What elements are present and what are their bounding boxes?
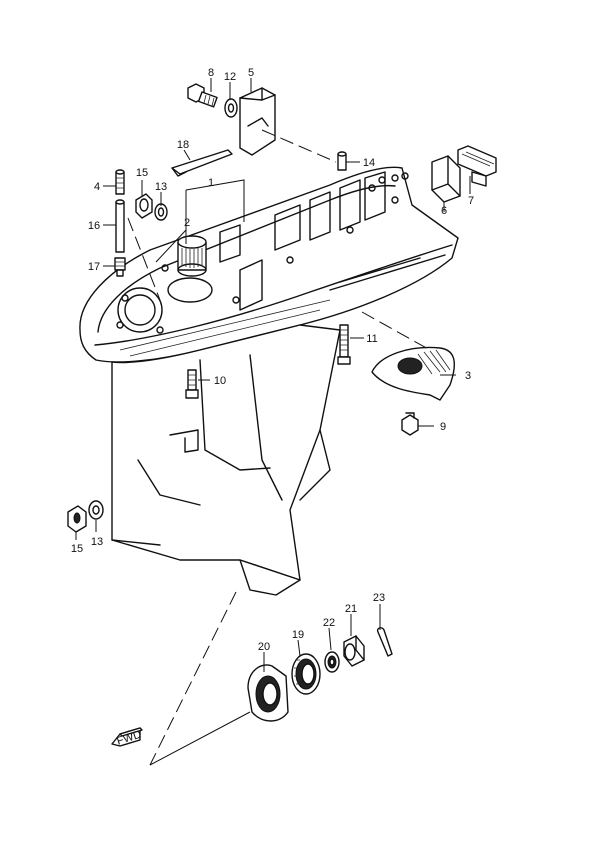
- castle-nut-part-21: [343, 635, 365, 667]
- callout-10: 10: [214, 375, 226, 387]
- water-tube-part-16: [115, 199, 125, 253]
- nut-part-9: [401, 412, 419, 436]
- plug-part-15-upper: [135, 193, 153, 219]
- anode-part-6: [431, 155, 461, 203]
- grommet-part-17: [114, 257, 126, 277]
- plug-part-15-lower: [67, 505, 87, 533]
- strap-part-18: [171, 149, 233, 177]
- callout-7: 7: [468, 195, 474, 207]
- fwd-label: FWD: [115, 729, 143, 748]
- washer-part-12: [224, 98, 238, 118]
- callout-11: 11: [366, 333, 377, 345]
- callout-15-upper: 15: [136, 167, 148, 179]
- callout-20: 20: [258, 641, 270, 653]
- callout-14: 14: [363, 157, 375, 169]
- callout-1: 1: [208, 177, 214, 189]
- bolt-part-10: [185, 369, 199, 399]
- callout-23: 23: [373, 592, 385, 604]
- callout-9: 9: [440, 421, 446, 433]
- assembly-lines: [127, 129, 431, 766]
- callout-4: 4: [94, 181, 100, 193]
- gasket-part-13-upper: [154, 203, 168, 221]
- dowel-pin-part-14: [337, 151, 347, 171]
- cover-part-5: [239, 87, 276, 156]
- trim-tab-part-3: [371, 346, 456, 401]
- callout-3: 3: [465, 370, 471, 382]
- water-tube-part-4: [115, 169, 125, 195]
- spacer-part-19: [291, 653, 321, 695]
- leader-lines: [75, 78, 471, 672]
- callout-labels: 1 2 3 4 5 6 7 8 9 10 11 12 13 13 14 15 1…: [71, 67, 474, 748]
- anode-part-7: [457, 145, 497, 187]
- callout-17: 17: [88, 261, 100, 273]
- bolt-part-11: [337, 324, 351, 365]
- callout-5: 5: [248, 67, 254, 79]
- callout-6: 6: [441, 205, 447, 217]
- callout-18: 18: [177, 139, 189, 151]
- cotter-pin-part-23: [376, 627, 393, 657]
- callout-8: 8: [208, 67, 214, 79]
- callout-19: 19: [292, 629, 304, 641]
- callout-16: 16: [88, 220, 100, 232]
- callout-21: 21: [345, 603, 357, 615]
- callout-13-upper: 13: [155, 181, 167, 193]
- gear-case-housing: [79, 166, 459, 596]
- washer-part-22: [324, 651, 340, 673]
- thrust-washer-part-20: [247, 664, 289, 722]
- callout-13-lower: 13: [91, 536, 103, 548]
- callout-12: 12: [224, 71, 236, 83]
- callout-15-lower: 15: [71, 543, 83, 555]
- fwd-arrow-icon: [111, 727, 143, 747]
- gasket-part-13-lower: [88, 500, 104, 520]
- callout-2: 2: [184, 217, 190, 229]
- bolt-part-8: [187, 83, 218, 108]
- callout-22: 22: [323, 617, 335, 629]
